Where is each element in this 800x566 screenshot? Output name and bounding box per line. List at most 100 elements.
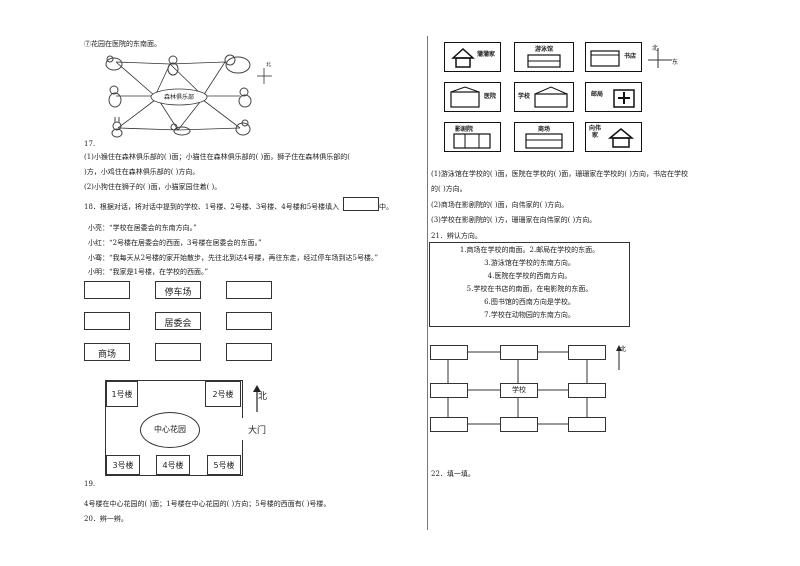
answer-box[interactable] xyxy=(226,343,272,361)
building-4: 4号楼 xyxy=(156,455,190,475)
q19-number: 19. xyxy=(84,480,96,488)
statement-6: 7.学校在动物园的东南方向。 xyxy=(484,311,575,319)
map-blank-box[interactable] xyxy=(500,417,538,432)
q18-dialogue-3: 小骞：“我每天从2号楼的家开始散步，先往北到达4号楼，再往东走，经过停车场到达5… xyxy=(88,254,379,262)
statement-5: 6.图书馆的西南方向是学校。 xyxy=(484,298,575,306)
q20-question-1a: (1)游泳馆在学校的( )面，医院在学校的( )面，珊珊家在学校的( )方向，书… xyxy=(431,170,688,178)
building-4-label: 4号楼 xyxy=(162,461,184,470)
answer-box-sample xyxy=(343,197,379,211)
compass-north-label: 北 xyxy=(652,45,659,52)
building-1: 1号楼 xyxy=(106,381,138,407)
compass-north-label: 北 xyxy=(266,62,272,68)
q20-question-2: (2)商场在影剧院的( )面，向伟家的( )方向。 xyxy=(431,201,569,209)
picture-pengpeng-home: 蒲蒲家 xyxy=(444,42,501,72)
gate-gap xyxy=(238,418,244,440)
bird-icon xyxy=(235,119,251,136)
school-icon xyxy=(534,86,568,108)
picture-label: 书店 xyxy=(623,53,636,60)
statement-4: 5.学校在书店的南面，在电影院的东面。 xyxy=(466,285,593,293)
q16-tail-text: ⑦花园在医院的东南面。 xyxy=(84,40,161,48)
pool-icon xyxy=(527,54,561,68)
building-2-label: 2号楼 xyxy=(212,390,234,399)
tiger-icon xyxy=(105,55,123,71)
bookstore-icon xyxy=(590,50,620,67)
house-icon xyxy=(607,128,635,148)
picture-mall: 商场 xyxy=(514,122,574,152)
rabbit-icon xyxy=(111,117,123,138)
picture-label: 邮局 xyxy=(590,91,603,98)
statement-1: 1.商场在学校的南面。2.邮局在学校的东面。 xyxy=(459,246,600,254)
committee-label: 居委会 xyxy=(164,319,192,329)
picture-label: 向伟家 xyxy=(588,125,601,139)
q22-heading: 22．填一填。 xyxy=(431,470,475,478)
lion-icon xyxy=(224,54,251,74)
picture-label: 蒲蒲家 xyxy=(477,51,496,58)
q18-dialogue-2: 小红：“2号楼在居委会的西面，3号楼在居委会的东面。” xyxy=(88,239,262,247)
q21-heading: 21．辨认方向。 xyxy=(431,232,482,240)
chicken-icon xyxy=(238,87,252,108)
building-3: 3号楼 xyxy=(106,455,140,475)
house-icon xyxy=(451,47,475,68)
q17-line-3: (2)小狗住在狮子的( )面，小猫家园住着( )。 xyxy=(84,183,222,191)
compass-icon xyxy=(257,68,272,84)
picture-hospital: 医院 xyxy=(444,82,501,112)
parking-label: 停车场 xyxy=(164,288,192,298)
cat-icon xyxy=(167,55,179,76)
post-office-icon xyxy=(613,89,635,108)
map-connector-lines xyxy=(447,351,588,425)
map-blank-box[interactable] xyxy=(568,383,606,398)
picture-school: 学校 xyxy=(514,82,574,112)
building-3-label: 3号楼 xyxy=(112,461,134,470)
building-1-label: 1号楼 xyxy=(111,390,133,399)
answer-box[interactable] xyxy=(155,343,201,361)
school-label: 学校 xyxy=(512,386,526,394)
answer-box[interactable] xyxy=(84,281,130,299)
answer-box[interactable] xyxy=(84,312,130,330)
statement-2: 3.游泳馆在学校的东南方向。 xyxy=(484,259,575,267)
building-5: 5号楼 xyxy=(207,455,241,475)
mall-label: 商场 xyxy=(97,350,116,360)
statement-3: 4.医院在学校的西南方向。 xyxy=(487,272,572,280)
map-blank-box[interactable] xyxy=(568,345,606,360)
q19-text: 4号楼在中心花园的( )面；1号楼在中心花园的( )方向；5号楼的西面有( )号… xyxy=(84,500,331,508)
north-arrow-icon xyxy=(253,385,261,412)
central-garden-label: 中心花园 xyxy=(154,425,186,434)
picture-label: 影剧院 xyxy=(454,126,473,133)
building-5-label: 5号楼 xyxy=(213,461,235,470)
map-blank-box[interactable] xyxy=(500,345,538,360)
picture-bookstore: 书店 xyxy=(585,42,642,72)
animal-diagram xyxy=(115,61,241,131)
club-label: 森林俱乐部 xyxy=(163,94,194,101)
q20-question-3: (3)学校在影剧院的( )方，珊珊家在向伟家的( )方向。 xyxy=(431,216,597,224)
picture-label: 游泳馆 xyxy=(534,46,553,53)
q17-number: 17. xyxy=(84,140,96,148)
grid-box-committee: 居委会 xyxy=(155,312,201,330)
picture-swimming-pool: 游泳馆 xyxy=(514,42,574,72)
grid-box-parking: 停车场 xyxy=(155,281,201,299)
map-blank-box[interactable] xyxy=(430,383,468,398)
answer-box[interactable] xyxy=(226,312,272,330)
compass-east-label: 东 xyxy=(672,59,679,66)
central-garden: 中心花园 xyxy=(140,412,200,448)
north-label: 北 xyxy=(258,392,268,402)
picture-label: 学校 xyxy=(517,93,530,100)
mall-icon xyxy=(525,133,563,149)
picture-xiangwei-home: 向伟家 xyxy=(585,122,642,152)
building-2: 2号楼 xyxy=(205,381,241,407)
q18-intro: 18．根据对话，将对话中提到的学校、1号楼、2号楼、3号楼、4号楼和5号楼填入 xyxy=(84,203,340,211)
picture-label: 医院 xyxy=(483,93,496,100)
cinema-icon xyxy=(453,133,491,149)
q17-line-2: )方，小鸡住在森林俱乐部的( )方向。 xyxy=(84,168,200,176)
map-blank-box[interactable] xyxy=(430,417,468,432)
statements-box xyxy=(429,242,630,327)
map-blank-box[interactable] xyxy=(430,345,468,360)
q18-dialogue-4: 小明：“我家是1号楼，在学校的西面。” xyxy=(88,268,209,276)
gate-label: 大门 xyxy=(248,426,267,436)
picture-label: 商场 xyxy=(537,126,550,133)
compass-icon xyxy=(648,48,672,68)
map-blank-box[interactable] xyxy=(568,417,606,432)
q18-dialogue-1: 小亮：“学校在居委会的东南方向。” xyxy=(88,224,197,232)
answer-box[interactable] xyxy=(226,281,272,299)
q17-line-1: (1)小猴住在森林俱乐部的( )面；小猫住在森林俱乐部的( )面，狮子住在森林俱… xyxy=(84,153,351,161)
q20-heading: 20．辨一辨。 xyxy=(84,515,128,523)
